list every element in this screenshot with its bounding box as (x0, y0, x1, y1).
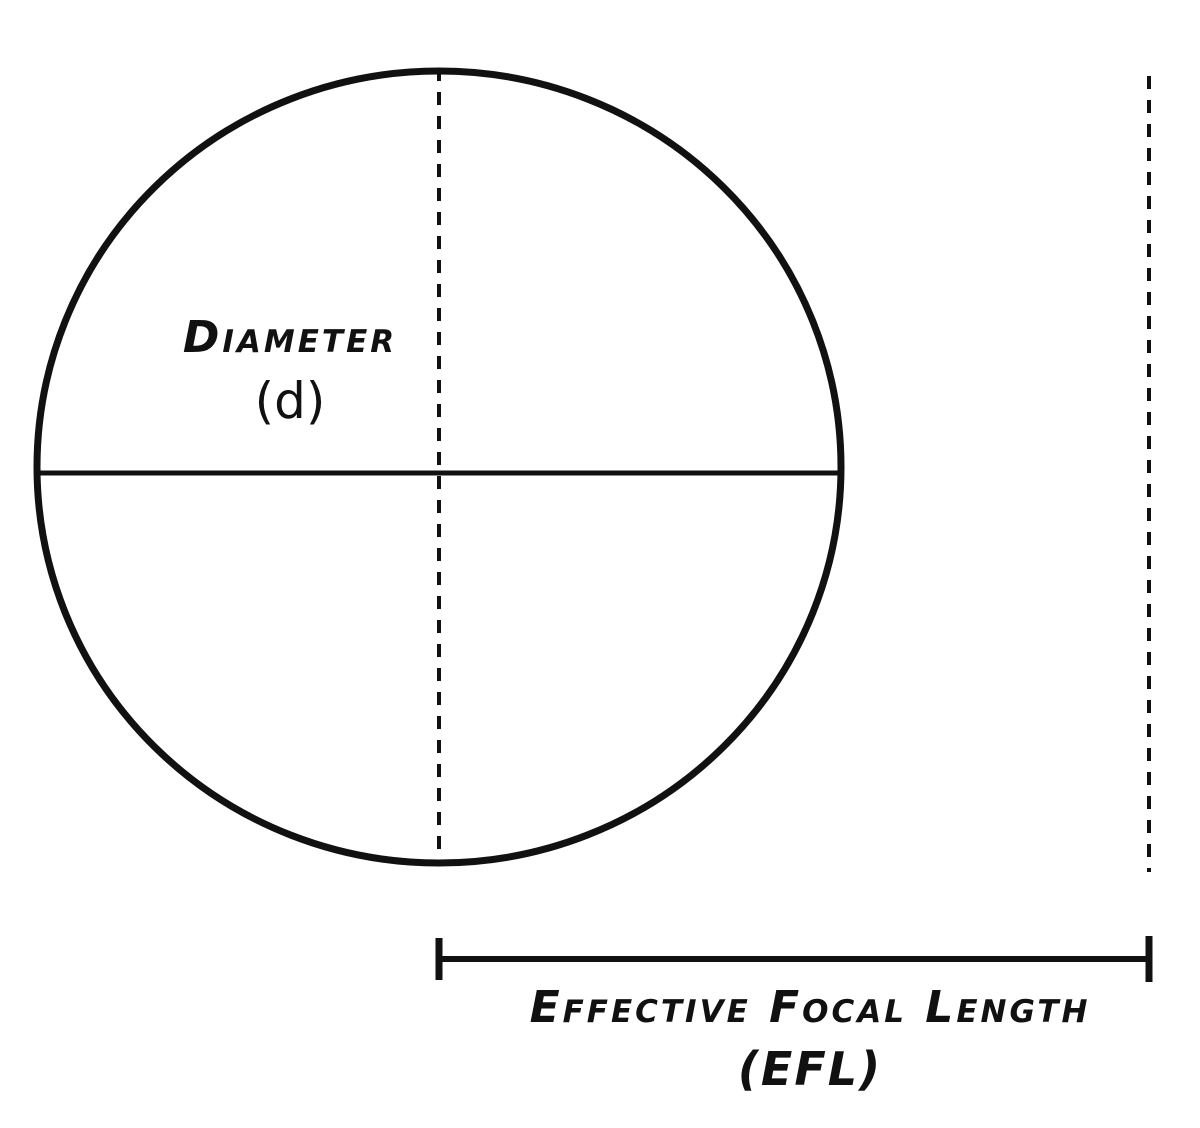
efl-label: Effective Focal Length (530, 982, 1091, 1033)
efl-abbreviation: (EFL) (738, 1042, 882, 1096)
diameter-symbol: (d) (255, 372, 326, 430)
diameter-label: Diameter (183, 312, 397, 363)
